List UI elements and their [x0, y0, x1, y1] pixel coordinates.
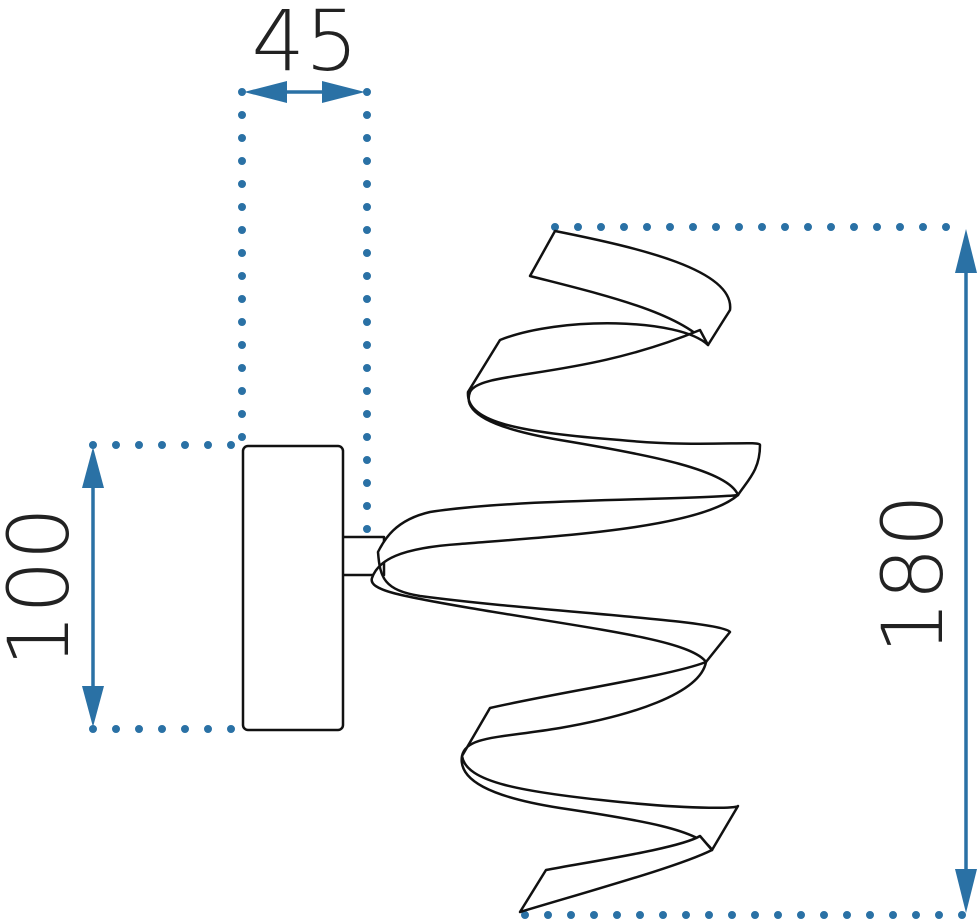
- ribbon-fold-1: [466, 322, 762, 497]
- extension-lines: [89, 88, 970, 919]
- arrowhead-up-icon: [82, 447, 104, 488]
- spiral-ribbon: [370, 229, 762, 914]
- wall-mount-base: [241, 444, 345, 732]
- base-height-label: 100: [0, 507, 88, 667]
- arrowhead-right-icon: [322, 81, 365, 103]
- base-height-arrow: [82, 447, 104, 727]
- arrowhead-down-icon: [82, 686, 104, 727]
- ribbon-fold-2: [460, 660, 740, 852]
- depth-label: 45: [252, 0, 359, 90]
- depth-arrow: [244, 81, 365, 103]
- ribbon-middle: [370, 493, 740, 664]
- total-height-arrow: [955, 229, 977, 913]
- ribbon-bottom-tail: [518, 834, 714, 914]
- arrowhead-left-icon: [244, 81, 287, 103]
- dimension-arrows: [82, 81, 977, 913]
- arrowhead-down-icon: [955, 869, 977, 913]
- lamp-drawing: [241, 229, 762, 914]
- total-height-label: 180: [864, 494, 962, 654]
- arrowhead-up-icon: [955, 229, 977, 273]
